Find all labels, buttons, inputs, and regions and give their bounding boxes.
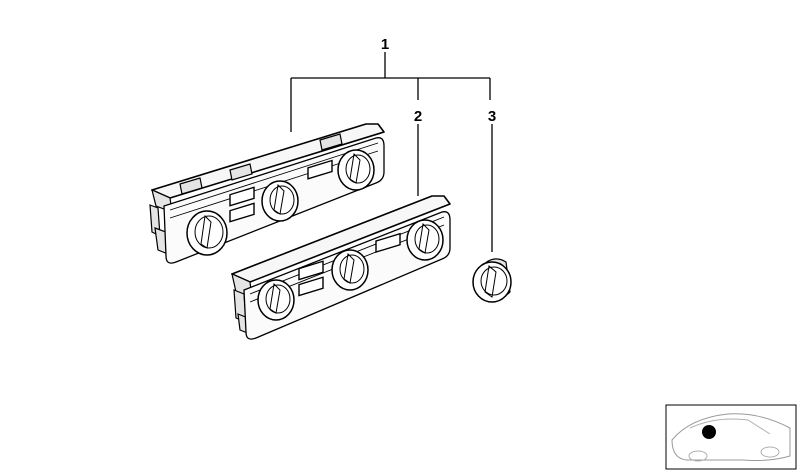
callout-2-label: 2: [414, 108, 422, 125]
rotary-knob-icon: [472, 258, 512, 303]
location-marker: [702, 425, 716, 439]
car-thumbnail: [665, 404, 797, 470]
rotary-knob-icon: [406, 219, 444, 261]
climate-control-panel-icon: [149, 123, 385, 264]
car-silhouette-icon: [671, 413, 791, 462]
rotary-knob-icon: [337, 149, 375, 191]
button-icon: [229, 202, 255, 223]
callout-leaders: [290, 52, 493, 252]
climate-control-panel-icon: [231, 195, 451, 340]
rotary-knob-icon: [186, 210, 228, 256]
rotary-knob-icon: [331, 249, 369, 291]
callout-3-label: 3: [488, 108, 496, 125]
button-icon: [307, 159, 333, 180]
rotary-knob-icon: [257, 279, 295, 321]
button-icon: [375, 232, 401, 253]
rotary-knob-icon: [261, 180, 299, 222]
button-icon: [298, 260, 324, 281]
callout-1-label: 1: [381, 36, 389, 53]
button-icon: [229, 186, 255, 207]
button-icon: [298, 276, 324, 297]
